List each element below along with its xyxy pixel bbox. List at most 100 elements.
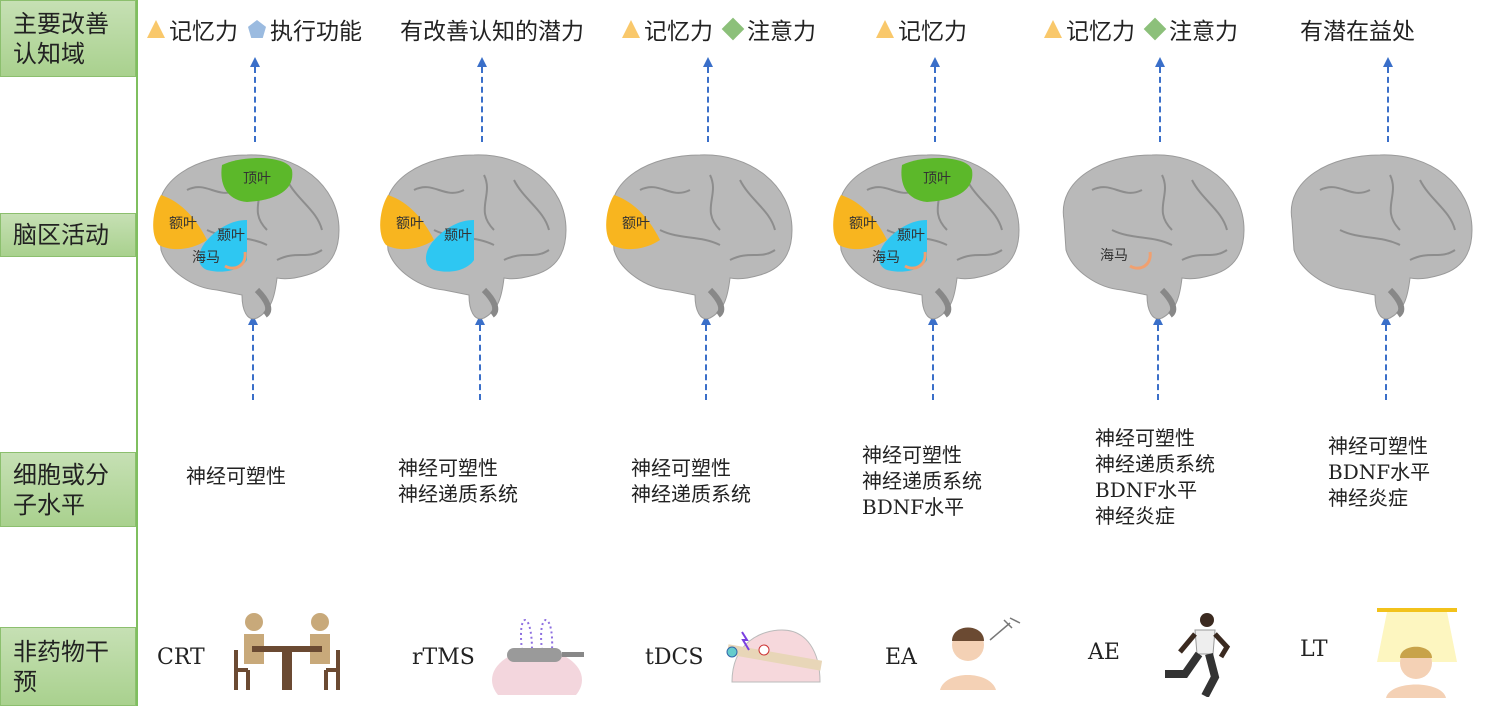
triangle-icon (1044, 20, 1062, 38)
row-label-text: 脑区活动 (13, 221, 109, 249)
mechanism-item: 神经可塑性 (862, 443, 962, 467)
temporal-lobe (878, 220, 927, 272)
frontal-lobe (153, 195, 207, 250)
hippocampus-label: 海马 (192, 250, 220, 266)
pentagon-icon (248, 20, 266, 38)
brain-diagram: 额叶颞叶 顶叶海马 (147, 150, 342, 325)
intervention-name: CRT (157, 645, 205, 670)
row-label-text: 细胞或分子水平 (13, 460, 109, 519)
temporal-lobe (198, 220, 247, 272)
triangle-icon (876, 20, 894, 38)
row-label-text: 非药物干预 (13, 637, 109, 696)
row-label-intervention: 非药物干预 (0, 627, 136, 706)
mechanism-item: BDNF水平 (1328, 460, 1431, 484)
cognitive-domain-label: 执行功能 (270, 19, 362, 45)
acupuncture-icon (940, 615, 1030, 694)
intervention-name: rTMS (412, 645, 475, 670)
cognitive-domain-5: 有潜在益处 (1300, 12, 1415, 46)
brain-shape (384, 154, 567, 320)
hippocampus-label: 海马 (872, 250, 900, 266)
mechanism-item: 神经递质系统 (398, 482, 518, 506)
cognitive-domain-label: 记忆力 (169, 19, 238, 45)
mechanism-item: 神经递质系统 (631, 482, 751, 506)
cellular-mechanisms: 神经可塑性神经递质系统 (631, 455, 751, 507)
parietal-label: 顶叶 (243, 171, 271, 187)
brain-shape (610, 154, 793, 320)
divider-line (136, 0, 138, 706)
temporal-label: 颞叶 (444, 228, 472, 244)
up-arrow-icon (701, 315, 711, 400)
intervention-name: tDCS (645, 645, 704, 670)
up-arrow-icon (248, 315, 258, 400)
cognitive-domain-label: 记忆力 (898, 19, 967, 45)
brain-diagram: 额叶颞叶 (374, 150, 569, 325)
cognitive-domain-1: 有改善认知的潜力 (400, 12, 584, 46)
frontal-lobe (380, 195, 434, 250)
mechanism-item: BDNF水平 (862, 495, 965, 519)
cognitive-domain-label: 有潜在益处 (1300, 19, 1415, 45)
mechanism-item: 神经炎症 (1095, 504, 1175, 528)
diamond-icon (1143, 17, 1167, 41)
cognitive-domain-4: 记忆力注意力 (1044, 12, 1238, 46)
row-label-cognitive: 主要改善认知域 (0, 0, 136, 77)
intervention-name: AE (1088, 640, 1120, 665)
parietal-label: 顶叶 (923, 171, 951, 187)
row-label-cellular: 细胞或分子水平 (0, 452, 136, 527)
hippocampus (1129, 251, 1152, 270)
hippocampus-label: 海马 (1100, 248, 1128, 264)
parietal-lobe (221, 158, 293, 202)
up-arrow-icon (930, 57, 940, 142)
therapy-table-icon (232, 610, 342, 694)
parietal-lobe (901, 158, 973, 202)
brain-diagram: 额叶颞叶 顶叶海马 (827, 150, 1022, 325)
up-arrow-icon (1383, 57, 1393, 142)
triangle-icon (622, 20, 640, 38)
up-arrow-icon (477, 57, 487, 142)
temporal-label: 颞叶 (217, 228, 245, 244)
mechanism-item: 神经可塑性 (1095, 426, 1195, 450)
triangle-icon (147, 20, 165, 38)
cellular-mechanisms: 神经可塑性 (186, 463, 286, 489)
tms-coil-icon (492, 610, 592, 706)
up-arrow-icon (475, 315, 485, 400)
mechanism-item: 神经可塑性 (631, 456, 731, 480)
cellular-mechanisms: 神经可塑性神经递质系统 (398, 455, 518, 507)
mechanism-item: 神经可塑性 (1328, 434, 1428, 458)
up-arrow-icon (703, 57, 713, 142)
brain-diagram (1280, 150, 1475, 325)
frontal-lobe (606, 195, 660, 250)
hippocampus (904, 251, 927, 270)
intervention-name: EA (885, 645, 917, 670)
mechanism-item: 神经可塑性 (398, 456, 498, 480)
brain-shape (837, 154, 1020, 320)
cognitive-domain-3: 记忆力 (876, 12, 967, 46)
brain-diagram: 额叶 (600, 150, 795, 325)
runner-icon (1155, 612, 1235, 701)
cognitive-domain-2: 记忆力 注意力 (622, 12, 816, 46)
diamond-icon (721, 17, 745, 41)
frontal-label: 额叶 (396, 216, 424, 232)
up-arrow-icon (1155, 57, 1165, 142)
temporal-lobe (425, 220, 474, 272)
mechanism-item: BDNF水平 (1095, 478, 1198, 502)
frontal-label: 额叶 (169, 216, 197, 232)
tdcs-electrode-icon (722, 622, 823, 696)
mechanism-item: 神经递质系统 (1095, 452, 1215, 476)
mechanism-item: 神经递质系统 (862, 469, 982, 493)
cognitive-domain-label: 记忆力 (644, 19, 713, 45)
brain-shape (1062, 154, 1245, 320)
hippocampus (224, 251, 247, 270)
frontal-label: 额叶 (622, 216, 650, 232)
up-arrow-icon (928, 315, 938, 400)
intervention-name: LT (1300, 637, 1328, 662)
cognitive-domain-label: 注意力 (747, 19, 816, 45)
brain-shape (1290, 154, 1473, 320)
frontal-label: 额叶 (849, 216, 877, 232)
mechanism-item: 神经炎症 (1328, 486, 1408, 510)
temporal-label: 颞叶 (897, 228, 925, 244)
light-therapy-icon (1372, 608, 1462, 702)
up-arrow-icon (250, 57, 260, 142)
